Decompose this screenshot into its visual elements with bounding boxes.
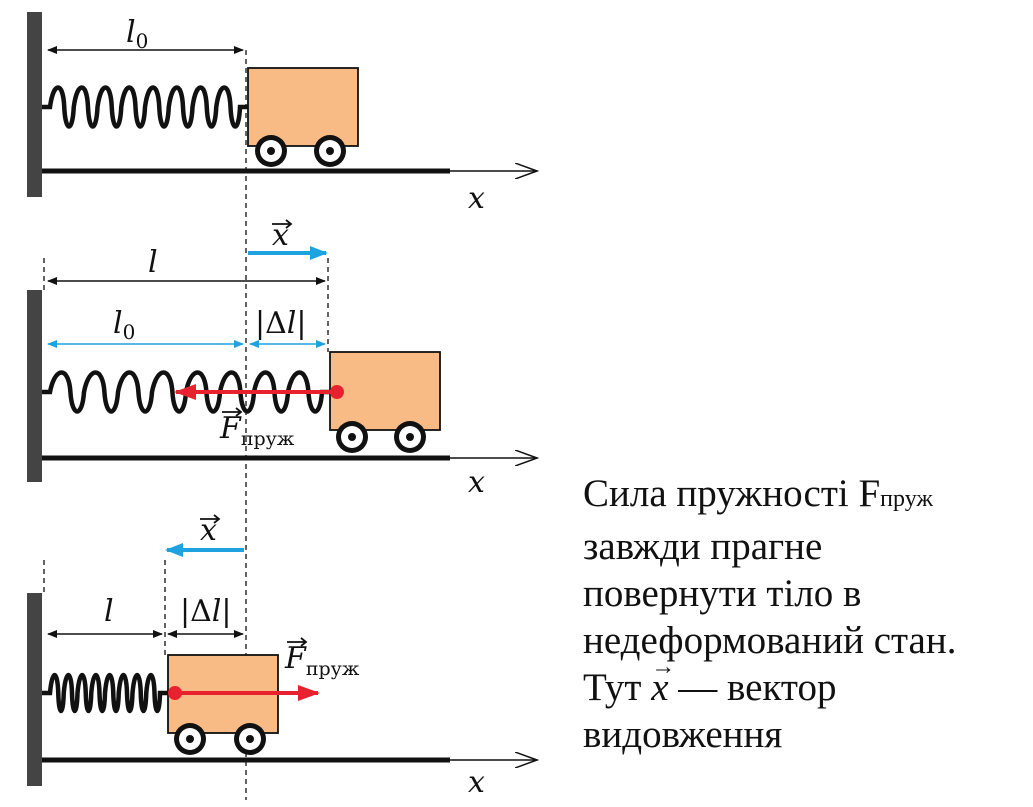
wall	[27, 12, 42, 197]
cart-body	[247, 67, 359, 147]
vector-arrow-icon	[200, 514, 221, 524]
wall	[27, 593, 42, 786]
label-vector-x: x	[200, 513, 217, 548]
label-vector-x: x	[272, 218, 289, 253]
axis-label-x: x	[468, 181, 485, 216]
caption-line: Тут x — вектор	[583, 644, 1023, 711]
force-application-point	[168, 686, 182, 700]
caption-line: Сила пружності Fпруж	[583, 472, 933, 515]
caption: Сила пружності Fпруж завжди прагне повер…	[583, 470, 1023, 758]
spring	[42, 672, 168, 714]
cart-body	[329, 351, 441, 431]
wheel	[394, 421, 426, 453]
wheel	[314, 135, 346, 167]
caption-line: недеформований стан.	[583, 619, 957, 662]
vector-arrow-icon	[272, 219, 293, 229]
panel-undeformed: x l0	[27, 12, 537, 216]
label-l0: l0	[126, 15, 148, 53]
panel-compressed: x x l |Δl| Fпруж	[27, 513, 537, 800]
label-force: Fпруж	[284, 641, 360, 680]
caption-line: видовження	[583, 713, 783, 756]
force-application-point	[330, 385, 344, 399]
wall	[27, 290, 42, 482]
vector-arrow-icon	[222, 407, 243, 417]
label-l: l	[148, 245, 158, 280]
wheel	[234, 723, 266, 755]
wheel	[255, 135, 287, 167]
label-force: Fпруж	[219, 411, 295, 450]
vector-arrow-icon	[287, 637, 308, 647]
wheel	[174, 723, 206, 755]
spring	[42, 85, 248, 129]
caption-line: завжди прагне	[583, 525, 823, 568]
axis-label-x: x	[468, 465, 485, 500]
axis-label-x: x	[468, 765, 485, 800]
label-delta-l: |Δl|	[255, 306, 307, 341]
label-l0: l0	[113, 306, 135, 344]
caption-line: повернути тіло в	[583, 572, 862, 615]
panel-stretched: x x l l0 |Δl| Fпруж	[27, 218, 537, 500]
wheel	[336, 421, 368, 453]
label-delta-l: |Δl|	[180, 594, 232, 629]
label-l: l	[104, 594, 114, 629]
vector-x-symbol: x	[651, 644, 675, 711]
